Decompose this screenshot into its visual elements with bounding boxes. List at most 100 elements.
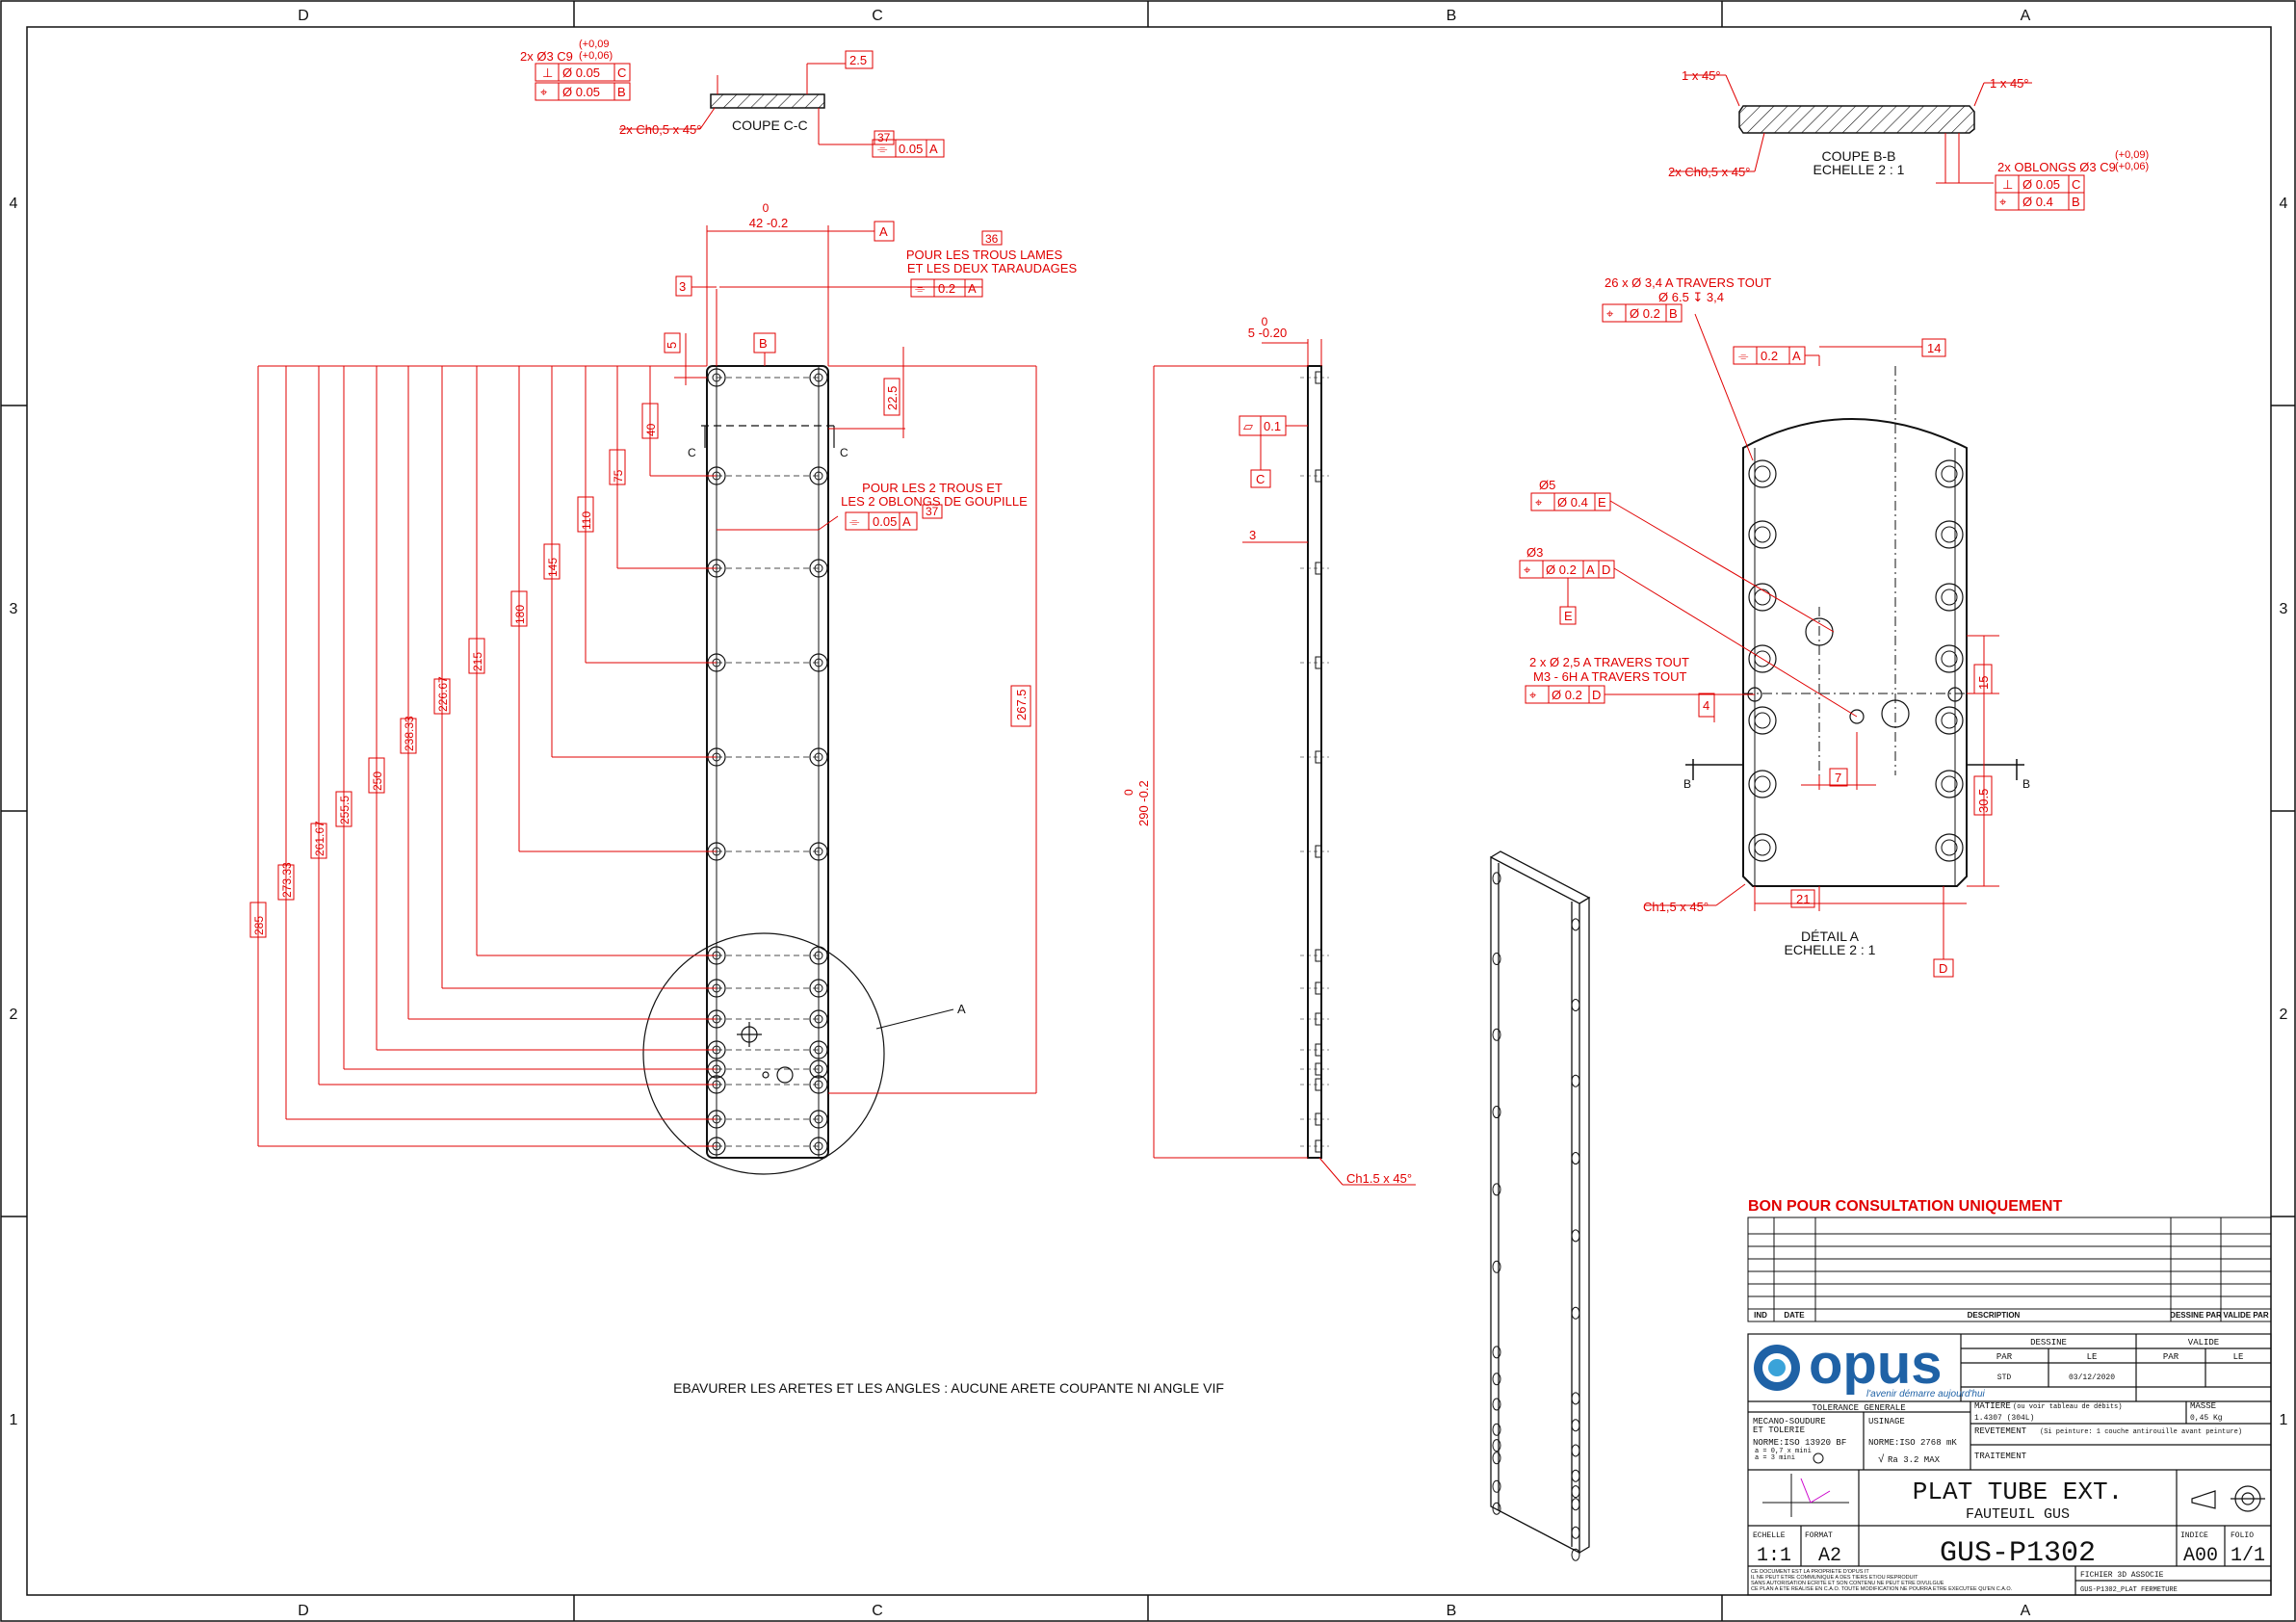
revision-table bbox=[1747, 1216, 2272, 1322]
iso-hole bbox=[1492, 1398, 1501, 1411]
side-dim-3: 3 bbox=[1249, 528, 1256, 542]
detail-d3-datum-d: D bbox=[1602, 562, 1610, 577]
front-vertical-dim-label: 75 bbox=[612, 469, 625, 483]
detail-hole-bore bbox=[1941, 775, 1958, 793]
roughness-icon: √ bbox=[1878, 1453, 1885, 1466]
front-box-37: 37 bbox=[926, 505, 939, 518]
symmetry-icon: ⌯ bbox=[849, 514, 860, 529]
isometric-view bbox=[1490, 850, 1591, 1561]
front-hole bbox=[809, 1060, 828, 1079]
detail-hole bbox=[1748, 644, 1777, 673]
side-view: 0 5 -0.20 ▱ 0.1 C 3 0 290 -0.2 Ch1.5 x 4… bbox=[1122, 315, 1416, 1186]
zone-bottom-d: D bbox=[298, 1603, 309, 1619]
iso-hole bbox=[1571, 1419, 1580, 1432]
detail-small-note-2: M3 - 6H A TRAVERS TOUT bbox=[1533, 669, 1686, 684]
front-vertical-dim-label: 215 bbox=[471, 652, 484, 671]
iso-hole bbox=[1571, 1498, 1580, 1511]
front-top-tol: 0 bbox=[763, 201, 770, 215]
front-right-dim: 267.5 bbox=[1014, 689, 1029, 720]
detail-d3-pos: Ø 0.2 bbox=[1546, 562, 1577, 577]
front-datum-a: A bbox=[879, 224, 888, 239]
front-vertical-dim-labels: 285273.33261.67255.5250238.33226.6721518… bbox=[252, 423, 658, 935]
side-view-plate bbox=[1307, 365, 1322, 1159]
section-bb-chamfer-holes: 2x Ch0,5 x 45° bbox=[1668, 165, 1750, 179]
side-view-hole-marks bbox=[1300, 371, 1329, 1153]
side-length-tol: 0 bbox=[1122, 789, 1135, 796]
front-hole bbox=[809, 466, 828, 485]
drawn-date: 03/12/2020 bbox=[2069, 1373, 2115, 1382]
front-dim-label-box bbox=[577, 496, 594, 533]
position-icon: ⌖ bbox=[540, 85, 548, 99]
section-mark-left: C bbox=[688, 446, 696, 459]
detail-hole-bore bbox=[1754, 589, 1771, 606]
legal-1: CE DOCUMENT EST LA PROPRIETE D'OPUS IT bbox=[1751, 1569, 1869, 1575]
title-block: opus l'avenir démarre aujourd'hui DESSIN… bbox=[1747, 1333, 2272, 1596]
front-hole bbox=[809, 747, 828, 767]
side-chamfer: Ch1.5 x 45° bbox=[1346, 1171, 1412, 1186]
iso-hole bbox=[1571, 1152, 1580, 1165]
fichier-label: FICHIER 3D ASSOCIE bbox=[2080, 1571, 2164, 1580]
front-vertical-dim-label: 250 bbox=[371, 772, 384, 791]
detail-hole-bore bbox=[1941, 465, 1958, 483]
revetement-label: REVETEMENT bbox=[1974, 1426, 2027, 1436]
position-icon: ⌖ bbox=[1535, 495, 1543, 510]
logo-slogan: l'avenir démarre aujourd'hui bbox=[1866, 1389, 1986, 1400]
revision-header-description: DESCRIPTION bbox=[1968, 1311, 2021, 1320]
front-box-36: 36 bbox=[985, 232, 999, 246]
revision-header-drawn-by: DESSINE PAR bbox=[2170, 1311, 2222, 1320]
detail-d3-label: Ø3 bbox=[1526, 545, 1543, 560]
position-icon: ⌖ bbox=[1999, 195, 2007, 209]
indice-value: A00 bbox=[2183, 1545, 2218, 1567]
front-lames-datum: A bbox=[968, 281, 977, 296]
revision-header-validated-by: VALIDE PAR bbox=[2223, 1311, 2268, 1320]
detail-hole bbox=[1748, 770, 1777, 798]
detail-hole bbox=[1935, 644, 1964, 673]
front-datum-b: B bbox=[759, 336, 768, 351]
detail-hole-bore bbox=[1754, 712, 1771, 729]
folio-label: FOLIO bbox=[2231, 1531, 2254, 1540]
front-oblong-sym: 0.05 bbox=[873, 514, 897, 529]
detail-hole-bore bbox=[1754, 465, 1771, 483]
label-valide-par: PAR bbox=[2163, 1352, 2179, 1362]
detail-mark: A bbox=[957, 1002, 966, 1016]
detail-datum-e: E bbox=[1564, 609, 1573, 623]
detail-a-circle bbox=[642, 932, 885, 1175]
section-cc-dim-25: 2.5 bbox=[849, 53, 867, 67]
matiere-hint: (ou voir tableau de débits) bbox=[2013, 1403, 2122, 1411]
opus-logo: opus l'avenir démarre aujourd'hui bbox=[1754, 1333, 1986, 1400]
detail-hole-bore bbox=[1754, 839, 1771, 856]
masse-label: MASSE bbox=[2190, 1401, 2216, 1411]
front-hole bbox=[809, 368, 828, 387]
matiere-label: MATIERE bbox=[1974, 1401, 2011, 1411]
detail-hole bbox=[1935, 833, 1964, 862]
detail-hole-bore bbox=[1941, 526, 1958, 543]
traitement-label: TRAITEMENT bbox=[1974, 1452, 2027, 1461]
section-bb-view: 1 x 45° 1 x 45° COUPE B-B ECHELLE 2 : 1 … bbox=[1668, 68, 2149, 211]
front-dim-label-box bbox=[510, 590, 528, 627]
detail-hole bbox=[1748, 459, 1777, 488]
front-dim-label-box bbox=[468, 638, 485, 674]
legal-2: IL NE PEUT ETRE COMMUNIQUE A DES TIERS E… bbox=[1751, 1575, 1918, 1581]
detail-hole bbox=[1748, 706, 1777, 735]
section-mark-right: C bbox=[840, 446, 848, 459]
side-flat-value: 0.1 bbox=[1264, 419, 1281, 433]
folio-value: 1/1 bbox=[2231, 1545, 2265, 1567]
legal-4: CE PLAN A ETE REALISE EN C.A.O. TOUTE MO… bbox=[1751, 1586, 2013, 1592]
front-dim-3: 3 bbox=[679, 279, 686, 294]
iso-hole bbox=[1571, 1444, 1580, 1457]
iso-hole bbox=[1492, 1452, 1501, 1465]
front-vertical-dim-label: 110 bbox=[580, 511, 593, 530]
perpendicularity-icon: ⊥ bbox=[542, 65, 553, 80]
section-cc-dim-37: 37 bbox=[877, 131, 891, 144]
detail-dim-15: 15 bbox=[1976, 676, 1991, 690]
masse-value: 0,45 Kg bbox=[2190, 1414, 2223, 1423]
front-dim-label-box bbox=[368, 757, 385, 794]
front-hole bbox=[809, 1009, 828, 1029]
symmetry-icon: ⌯ bbox=[877, 142, 888, 156]
row-right-2: 2 bbox=[2280, 1007, 2288, 1023]
revision-header-ind: IND bbox=[1754, 1311, 1767, 1320]
section-bb-tol-upper: (+0,09) bbox=[2115, 149, 2149, 161]
detail-a-view: B B bbox=[1519, 275, 2030, 978]
revetement-hint: (Si peinture: 1 couche antirouille avant… bbox=[2040, 1428, 2242, 1436]
